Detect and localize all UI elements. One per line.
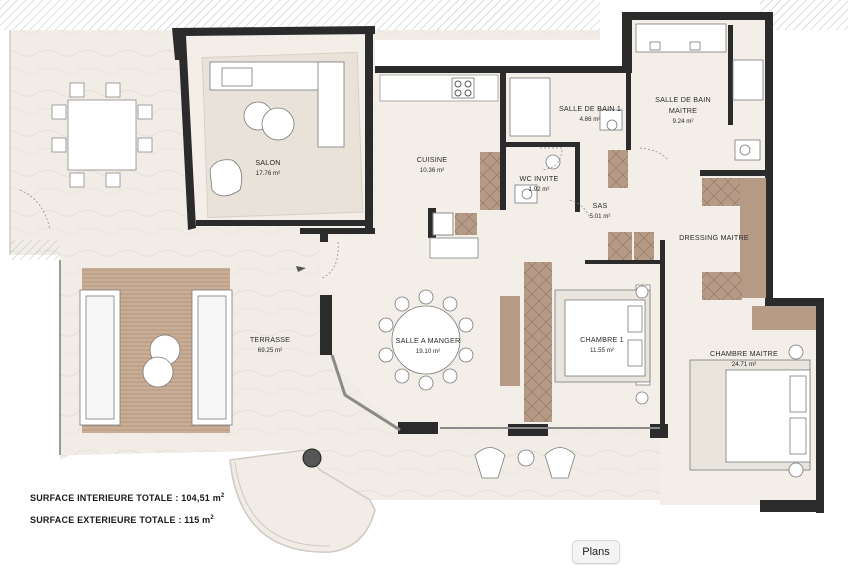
dining-glazing [330,354,401,432]
room-area-wc: 1.92 m² [529,186,550,193]
terrace-lounge-chairs [474,447,576,479]
room-name-chm: CHAMBRE MAITRE [710,349,778,358]
salon-furniture [209,61,345,197]
room-area-chm: 24.71 m² [732,361,756,368]
room-labels: SALON 17.76 m² CUISINE 10.36 m² SALLE DE… [250,95,778,368]
room-name-sdb1: SALLE DE BAIN 1 [559,104,621,113]
interior-total-unit-exp: 2 [220,493,225,499]
room-name-ch1: CHAMBRE 1 [580,335,624,344]
planter [302,448,322,468]
exterior-surface-total: SURFACE EXTERIEURE TOTALE : 115 m2 [30,515,214,525]
room-name-terrasse: TERRASSE [250,335,290,344]
room-name-sdbm-line2: MAITRE [669,106,697,115]
exterior-total-text: SURFACE EXTERIEURE TOTALE : 115 m [30,515,211,525]
room-name-sas: SAS [593,201,608,210]
dining-table-set [378,289,474,391]
room-name-wc: WC INVITE [520,174,559,183]
room-area-salon: 17.76 m² [256,170,280,177]
neighbour-hatch [0,0,600,30]
chambre1-bed [554,285,651,405]
plans-button[interactable]: Plans [572,540,620,564]
room-area-sdb1: 4.86 m² [580,116,601,123]
room-area-terrasse: 69.25 m² [258,347,282,354]
room-name-salon: SALON [255,158,280,167]
bathroom-fittings [509,23,764,204]
room-name-sam: SALLE A MANGER [396,336,461,345]
neighbour-hatch-right [760,0,848,30]
room-area-sdbm: 9.24 m² [673,118,694,125]
room-area-ch1: 11.55 m² [590,347,614,354]
terrace-dining-set [51,82,153,188]
room-name-cuisine: CUISINE [417,155,448,164]
room-area-cuisine: 10.36 m² [420,167,444,174]
room-name-sdbm: SALLE DE BAIN [655,95,711,104]
interior-surface-total: SURFACE INTERIEURE TOTALE : 104,51 m2 [30,493,224,503]
room-name-dressing: DRESSING MAITRE [679,233,749,242]
room-area-sas: 5.01 m² [590,213,611,220]
stair-hatch [10,240,60,260]
chambre-maitre-bed [689,344,811,478]
door-swings [19,147,669,279]
curved-balcony [229,449,376,553]
room-area-sam: 19.10 m² [416,348,440,355]
terrace-sofas [79,289,233,426]
exterior-total-unit-exp: 2 [210,515,214,521]
walls [172,12,824,513]
kitchen-fittings [379,74,500,259]
interior-total-text: SURFACE INTERIEURE TOTALE : 104,51 m [30,493,221,503]
entrance-arrow-icon [296,266,306,272]
